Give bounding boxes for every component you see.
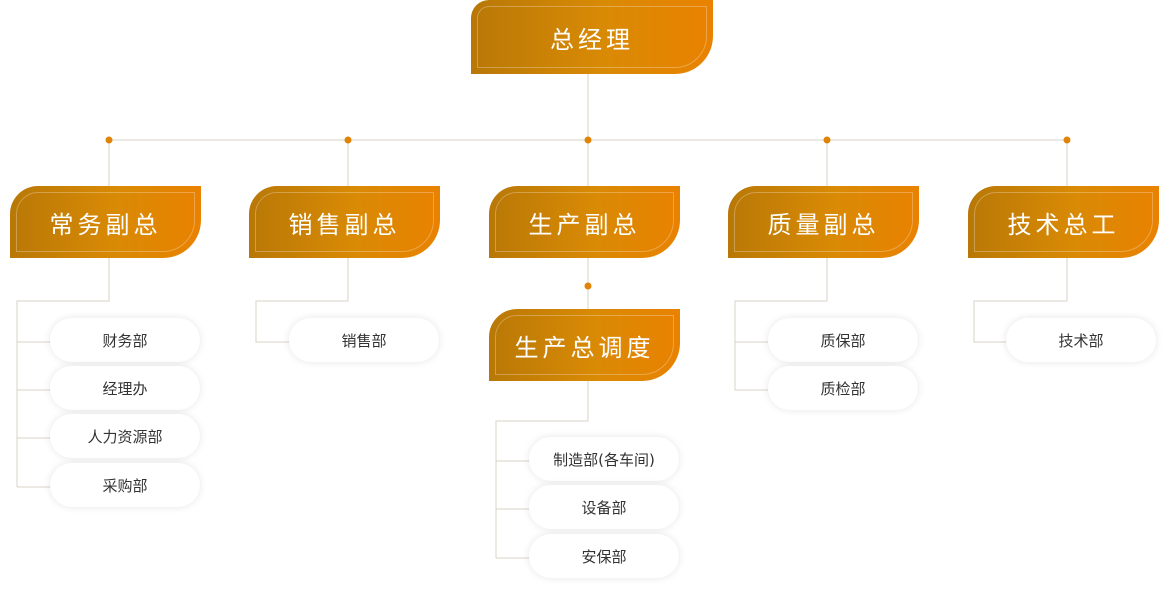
node-label: 常务副总	[49, 210, 162, 239]
department-label: 技术部	[1058, 331, 1104, 350]
department-item: 人力资源部	[50, 414, 200, 458]
connector-line	[255, 258, 349, 343]
vp-node-sales: 销售副总	[249, 186, 440, 258]
node-label: 总经理	[550, 25, 634, 54]
department-item: 经理办	[50, 366, 200, 410]
junction-dot	[344, 136, 352, 144]
junction-dot	[823, 136, 831, 144]
junction-dot	[105, 136, 113, 144]
department-label: 质检部	[820, 379, 866, 398]
connector-line	[734, 258, 828, 390]
department-label: 销售部	[341, 331, 387, 350]
department-label: 质保部	[820, 331, 866, 350]
connector-line	[495, 381, 589, 558]
department-label: 经理办	[102, 379, 148, 398]
connector-line	[16, 258, 110, 487]
department-item: 采购部	[50, 463, 200, 507]
department-item: 技术部	[1006, 318, 1156, 362]
node-label: 生产副总	[528, 210, 641, 239]
department-item: 制造部(各车间)	[529, 437, 679, 481]
department-item: 财务部	[50, 318, 200, 362]
general-manager-node: 总经理	[471, 0, 713, 74]
production-dispatch-node: 生产总调度	[489, 309, 680, 381]
department-label: 制造部(各车间)	[553, 450, 655, 469]
vp-node-technical: 技术总工	[968, 186, 1159, 258]
department-label: 采购部	[102, 476, 148, 495]
connector-line	[973, 258, 1068, 343]
department-label: 人力资源部	[87, 427, 163, 446]
department-label: 设备部	[581, 498, 627, 517]
department-item: 质检部	[768, 366, 918, 410]
junction-dot	[584, 136, 592, 144]
junction-dot	[1063, 136, 1071, 144]
department-item: 设备部	[529, 485, 679, 529]
department-item: 销售部	[289, 318, 439, 362]
node-label: 技术总工	[1007, 210, 1120, 239]
vp-node-production: 生产副总	[489, 186, 680, 258]
department-item: 质保部	[768, 318, 918, 362]
department-label: 安保部	[581, 547, 627, 566]
vp-node-executive: 常务副总	[10, 186, 201, 258]
junction-dot	[584, 282, 592, 290]
node-label: 生产总调度	[514, 333, 655, 362]
vp-node-quality: 质量副总	[728, 186, 919, 258]
node-label: 质量副总	[767, 210, 880, 239]
node-label: 销售副总	[288, 210, 401, 239]
department-item: 安保部	[529, 534, 679, 578]
department-label: 财务部	[102, 331, 148, 350]
